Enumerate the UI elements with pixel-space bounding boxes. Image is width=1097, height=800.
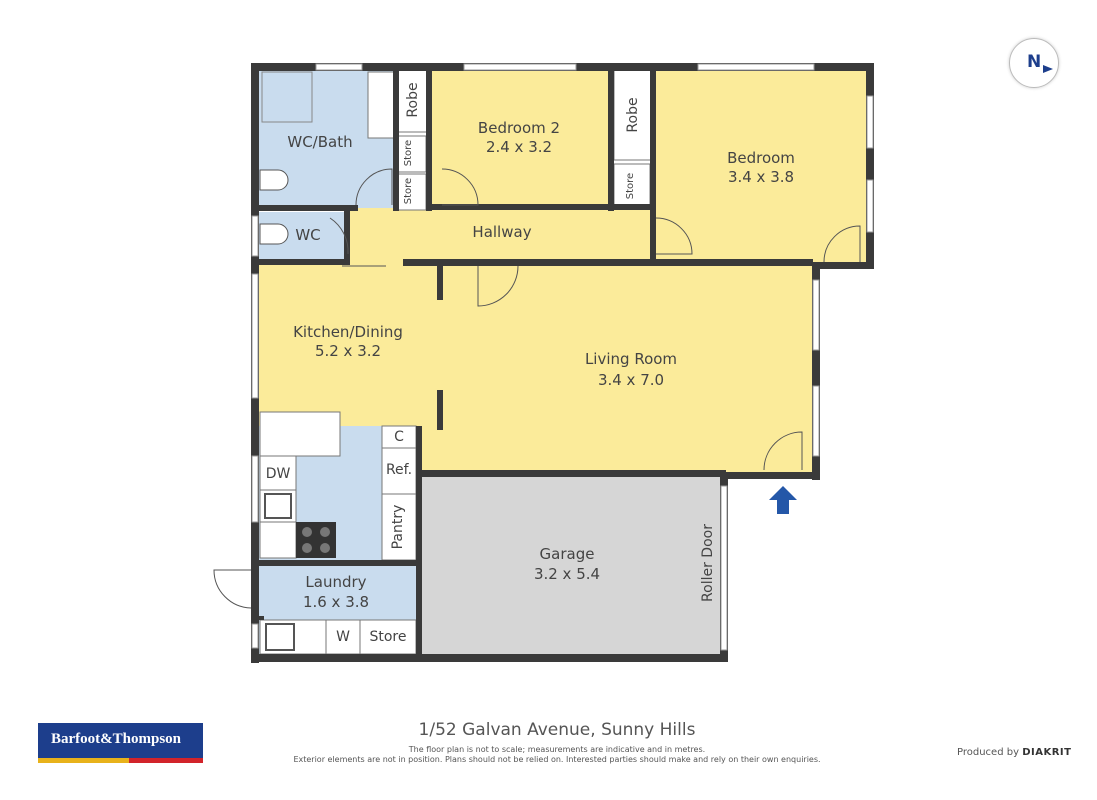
dw-box xyxy=(259,455,297,491)
north-arrow-icon xyxy=(1043,65,1053,73)
kitchen-bench-top xyxy=(259,411,341,457)
bedroom-fill xyxy=(652,70,868,264)
living-fill xyxy=(420,264,820,474)
room-garage-name: Garage xyxy=(539,545,595,563)
room-bedroom2-name: Bedroom 2 xyxy=(477,119,561,137)
kitchen-fill xyxy=(258,264,440,426)
logo-text: Barfoot&Thompson xyxy=(51,731,182,747)
produced-brand: DIAKRIT xyxy=(1022,747,1072,758)
room-kitchen-name: Kitchen/Dining xyxy=(293,323,403,341)
ref-label: Ref. xyxy=(385,462,413,478)
w-box xyxy=(325,619,361,655)
store-label-3: Store xyxy=(625,172,636,200)
room-living-dims: 3.4 x 7.0 xyxy=(597,371,665,389)
toilet-1 xyxy=(259,169,289,191)
kitchen-sink xyxy=(264,493,292,519)
room-hallway: Hallway xyxy=(472,223,532,241)
laundry-tub xyxy=(265,623,295,651)
disclaimer-line-1: The floor plan is not to scale; measurem… xyxy=(408,745,706,754)
room-living-name: Living Room xyxy=(584,350,678,368)
roller-door-label: Roller Door xyxy=(700,524,716,602)
room-bedroom2-dims: 2.4 x 3.2 xyxy=(485,138,553,156)
hallway-fill xyxy=(348,208,654,264)
room-garage-dims: 3.2 x 5.4 xyxy=(533,565,601,583)
room-wc: WC xyxy=(295,226,321,244)
dw-label: DW xyxy=(265,466,291,482)
vanity xyxy=(367,71,395,139)
room-laundry-name: Laundry xyxy=(305,573,367,591)
pantry-label: Pantry xyxy=(390,504,406,550)
barfoot-thompson-logo: Barfoot&Thompson xyxy=(38,723,203,763)
north-label: N xyxy=(1027,52,1042,72)
room-bedroom-dims: 3.4 x 3.8 xyxy=(727,168,795,186)
toilet-2 xyxy=(259,223,289,245)
cooktop xyxy=(296,522,336,558)
w-label: W xyxy=(336,629,350,645)
compass: N xyxy=(1009,38,1059,88)
shower xyxy=(261,71,313,123)
produced-by: Produced by DIAKRIT xyxy=(957,747,1071,758)
room-laundry-dims: 1.6 x 3.8 xyxy=(302,593,370,611)
robe-label-1: Robe xyxy=(405,82,421,118)
room-kitchen-dims: 5.2 x 3.2 xyxy=(314,342,382,360)
pantry-box xyxy=(381,493,417,561)
robe-label-2: Robe xyxy=(625,97,641,133)
room-bedroom-name: Bedroom xyxy=(727,149,795,167)
property-address: 1/52 Galvan Avenue, Sunny Hills xyxy=(418,720,696,740)
bedroom2-fill xyxy=(430,70,610,208)
disclaimer-line-2: Exterior elements are not in position. P… xyxy=(293,755,821,764)
c-label: C xyxy=(394,429,404,445)
laundry-store-label: Store xyxy=(369,629,407,645)
room-wc-bath: WC/Bath xyxy=(287,133,353,151)
store-label-2: Store xyxy=(403,177,414,205)
produced-by-text: Produced by xyxy=(957,747,1019,758)
bench-lower xyxy=(259,521,297,559)
ref-box xyxy=(381,447,417,495)
entry-arrow xyxy=(769,486,797,514)
garage-fill xyxy=(420,476,720,656)
